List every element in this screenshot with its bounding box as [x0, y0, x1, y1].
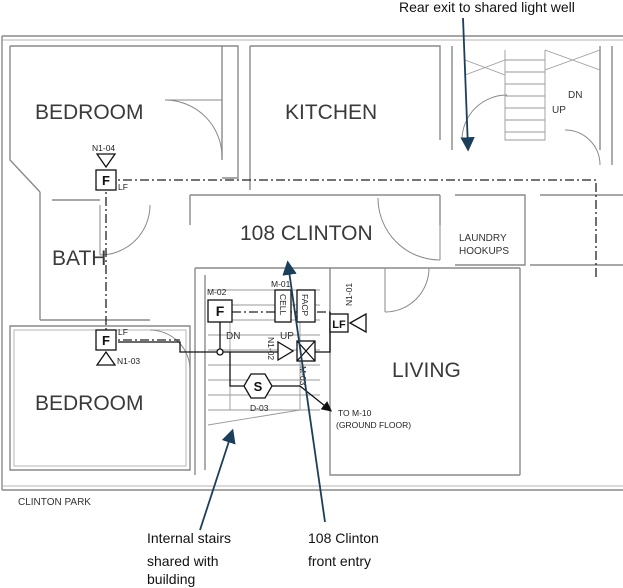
- lf-glyph: LF: [332, 319, 346, 331]
- label-n1-03: N1-03: [117, 356, 140, 366]
- horn-strobe-icon: [277, 340, 295, 362]
- label-to-m10: TO M-10: [338, 408, 372, 418]
- label-facp: FACP: [300, 294, 310, 317]
- laundry-label-1: LAUNDRY: [459, 233, 507, 244]
- label-m-03: M-03: [298, 366, 308, 386]
- callout-arrow: [460, 17, 475, 152]
- flow-switch-f-icon: [207, 299, 233, 323]
- room-bath: BATH: [52, 247, 106, 270]
- label-n1-01: N1-01: [344, 283, 354, 306]
- smoke-detector-icon: [243, 373, 273, 399]
- horn-strobe-icon: [95, 350, 117, 366]
- rear-stair-dn: DN: [568, 90, 582, 101]
- label-m-02: M-02: [207, 287, 227, 297]
- label-m-01: M-01: [271, 279, 291, 289]
- cell-communicator-icon: [274, 289, 292, 323]
- label-lf-2: LF: [118, 327, 128, 337]
- f-glyph: F: [102, 333, 110, 348]
- room-kitchen: KITCHEN: [285, 101, 377, 124]
- f-glyph: F: [102, 173, 110, 188]
- horn-strobe-icon: [348, 312, 367, 334]
- room-unit-title: 108 CLINTON: [240, 222, 373, 245]
- rear-stairs: [464, 49, 601, 141]
- laundry-label-2: HOOKUPS: [459, 246, 509, 257]
- facp-panel-icon: [296, 289, 316, 323]
- low-frequency-sounder-icon: [329, 313, 349, 333]
- label-n1-04: N1-04: [92, 143, 115, 153]
- internal-stair-dn: DN: [226, 331, 240, 342]
- flow-switch-f-icon: [95, 329, 117, 351]
- label-lf-1: LF: [118, 182, 128, 192]
- room-bedroom-bottom: BEDROOM: [35, 392, 144, 415]
- doors: [99, 94, 601, 371]
- internal-stair-up: UP: [280, 331, 294, 342]
- callout-rear-exit: Rear exit to shared light well: [399, 0, 575, 15]
- callout-internal-stairs-3: building: [147, 571, 195, 587]
- callout-internal-stairs-2: shared with: [147, 553, 219, 569]
- flow-switch-f-icon: [95, 169, 117, 191]
- street-label: CLINTON PARK: [18, 497, 91, 508]
- s-glyph: S: [254, 379, 263, 394]
- label-n1-02: N1-02: [266, 337, 276, 360]
- callout-front-entry-1: 108 Clinton: [308, 530, 379, 546]
- label-d-03: D-03: [250, 403, 269, 413]
- label-ground-floor: (GROUND FLOOR): [336, 420, 411, 430]
- horn-strobe-icon: [95, 153, 117, 169]
- rear-stair-up: UP: [552, 105, 566, 116]
- label-cell: CELL: [278, 294, 288, 316]
- f-glyph: F: [216, 303, 225, 319]
- room-bedroom-top: BEDROOM: [35, 101, 144, 124]
- callout-internal-stairs-1: Internal stairs: [147, 530, 231, 546]
- junction-icon: [216, 348, 224, 356]
- walls: [1, 35, 623, 491]
- callout-front-entry-2: front entry: [308, 553, 371, 569]
- callout-arrow: [199, 428, 236, 531]
- room-living: LIVING: [392, 359, 461, 382]
- callout-arrow: [282, 260, 326, 523]
